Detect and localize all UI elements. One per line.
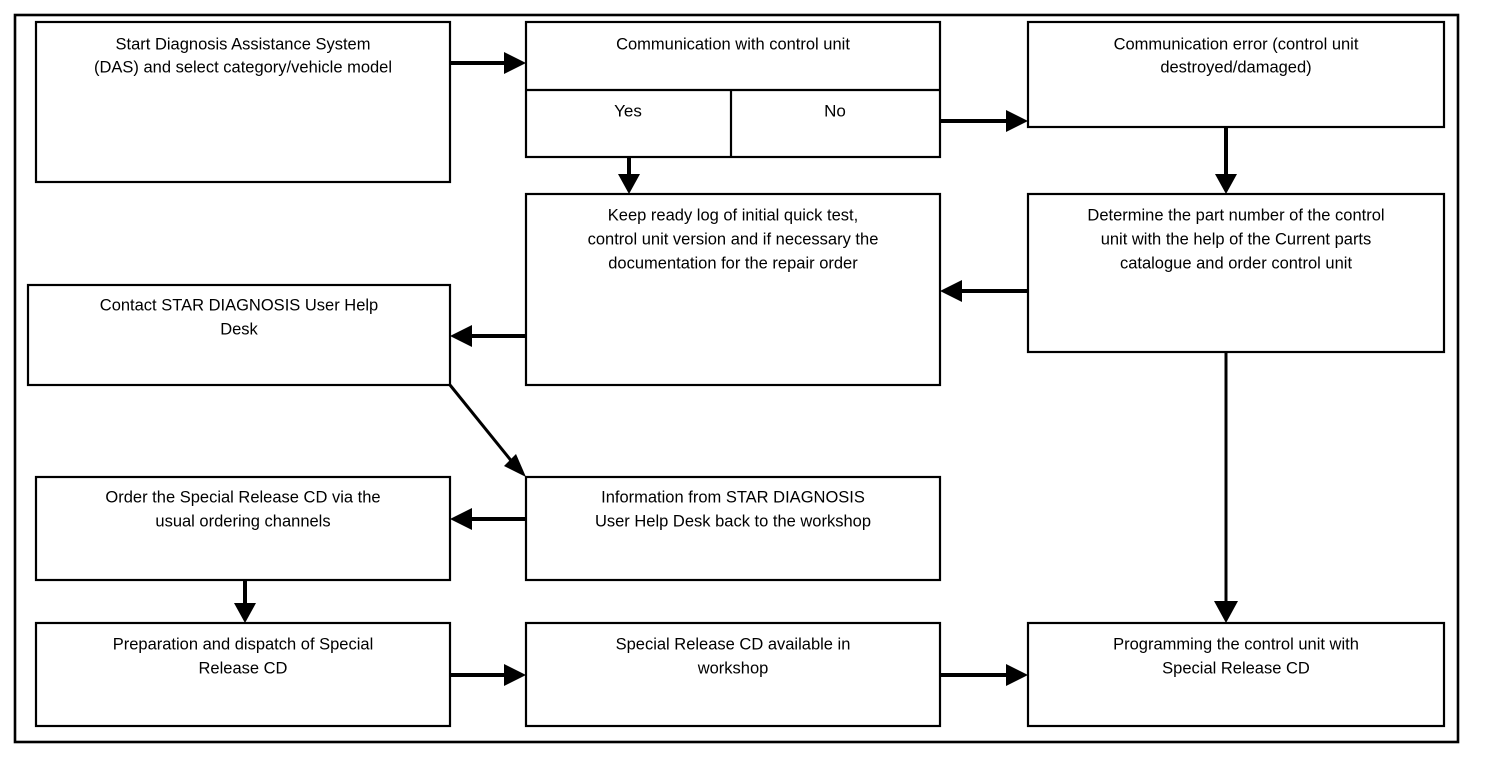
- node-keep-ready-log: Keep ready log of initial quick test, co…: [524, 192, 942, 387]
- node-start-label-line-2: (DAS) and select category/vehicle model: [94, 58, 392, 76]
- edge-order-cd-to-preparation-dispatch: [234, 580, 256, 623]
- edge-preparation-dispatch-to-cd-available: [450, 664, 526, 686]
- node-determine-part-number-box: [1026, 192, 1446, 354]
- node-contact-helpdesk-box: [26, 283, 452, 387]
- node-info-back-to-workshop: Information from STAR DIAGNOSIS User Hel…: [524, 475, 942, 582]
- edge-communication-no-to-error: [940, 110, 1028, 132]
- node-info-back-to-workshop-label-line-2: User Help Desk back to the workshop: [595, 512, 871, 530]
- arrow-head-icon: [234, 603, 256, 623]
- node-programming-control-unit: Programming the control unit with Specia…: [1026, 621, 1446, 728]
- node-contact-helpdesk-label-line-2: Desk: [220, 320, 258, 338]
- node-determine-part-number: Determine the part number of the control…: [1026, 192, 1446, 354]
- node-cd-available-label-line-1: Special Release CD available in: [616, 635, 851, 653]
- node-preparation-dispatch-box: [34, 621, 452, 728]
- arrow-head-icon: [1215, 174, 1237, 194]
- arrow-head-icon: [1006, 110, 1028, 132]
- node-communication-header-label: Communication with control unit: [616, 35, 850, 53]
- arrow-head-icon: [450, 325, 472, 347]
- node-info-back-to-workshop-box: [524, 475, 942, 582]
- node-communication: Communication with control unit Yes No: [524, 20, 942, 159]
- edge-error-to-determine-part: [1215, 127, 1237, 194]
- node-keep-ready-log-label-line-2: control unit version and if necessary th…: [588, 230, 879, 248]
- node-preparation-dispatch-label-line-1: Preparation and dispatch of Special: [113, 635, 374, 653]
- node-determine-part-number-label-line-3: catalogue and order control unit: [1120, 254, 1352, 272]
- node-communication-error-label-line-2: destroyed/damaged): [1160, 58, 1311, 76]
- arrow-head-icon: [1006, 664, 1028, 686]
- node-info-back-to-workshop-label-line-1: Information from STAR DIAGNOSIS: [601, 488, 865, 506]
- arrow-head-icon: [504, 664, 526, 686]
- node-cd-available-label-line-2: workshop: [697, 659, 769, 677]
- edge-determine-part-to-programming: [1214, 352, 1238, 623]
- edge-determine-part-to-keep-ready-log: [940, 280, 1028, 302]
- node-start: Start Diagnosis Assistance System (DAS) …: [34, 20, 452, 184]
- node-start-label-line-1: Start Diagnosis Assistance System: [116, 35, 371, 53]
- node-programming-control-unit-box: [1026, 621, 1446, 728]
- node-preparation-dispatch: Preparation and dispatch of Special Rele…: [34, 621, 452, 728]
- node-order-cd-label-line-2: usual ordering channels: [155, 512, 330, 530]
- node-contact-helpdesk: Contact STAR DIAGNOSIS User Help Desk: [26, 283, 452, 387]
- node-communication-no-label: No: [824, 101, 846, 120]
- node-order-cd: Order the Special Release CD via the usu…: [34, 475, 452, 582]
- node-determine-part-number-label-line-1: Determine the part number of the control: [1087, 206, 1384, 224]
- edge-start-to-communication: [450, 52, 526, 74]
- node-order-cd-label-line-1: Order the Special Release CD via the: [105, 488, 380, 506]
- node-programming-control-unit-label-line-1: Programming the control unit with: [1113, 635, 1359, 653]
- node-communication-error-label-line-1: Communication error (control unit: [1114, 35, 1359, 53]
- outer-frame: [13, 13, 1460, 744]
- arrow-head-icon: [450, 508, 472, 530]
- node-cd-available: Special Release CD available in workshop: [524, 621, 942, 728]
- node-keep-ready-log-label-line-3: documentation for the repair order: [608, 254, 858, 272]
- node-determine-part-number-label-line-2: unit with the help of the Current parts: [1101, 230, 1372, 248]
- node-keep-ready-log-label-line-1: Keep ready log of initial quick test,: [608, 206, 858, 224]
- arrow-head-icon: [940, 280, 962, 302]
- node-programming-control-unit-label-line-2: Special Release CD: [1162, 659, 1310, 677]
- edge-contact-helpdesk-to-info-back: [448, 384, 526, 477]
- node-communication-error: Communication error (control unit destro…: [1026, 20, 1446, 129]
- arrow-head-icon: [504, 454, 526, 477]
- edge-cd-available-to-programming: [940, 664, 1028, 686]
- arrow-head-icon: [618, 174, 640, 194]
- node-communication-error-box: [1026, 20, 1446, 129]
- edge-keep-ready-log-to-contact-helpdesk: [450, 325, 526, 347]
- edge-info-back-to-order-cd: [450, 508, 526, 530]
- node-keep-ready-log-box: [524, 192, 942, 387]
- arrow-head-icon: [1214, 601, 1238, 623]
- arrow-head-icon: [504, 52, 526, 74]
- node-communication-yes-label: Yes: [614, 101, 642, 120]
- node-start-box: [34, 20, 452, 184]
- node-preparation-dispatch-label-line-2: Release CD: [199, 659, 288, 677]
- edge-communication-yes-to-keep-ready-log: [618, 157, 640, 194]
- node-contact-helpdesk-label-line-1: Contact STAR DIAGNOSIS User Help: [100, 296, 378, 314]
